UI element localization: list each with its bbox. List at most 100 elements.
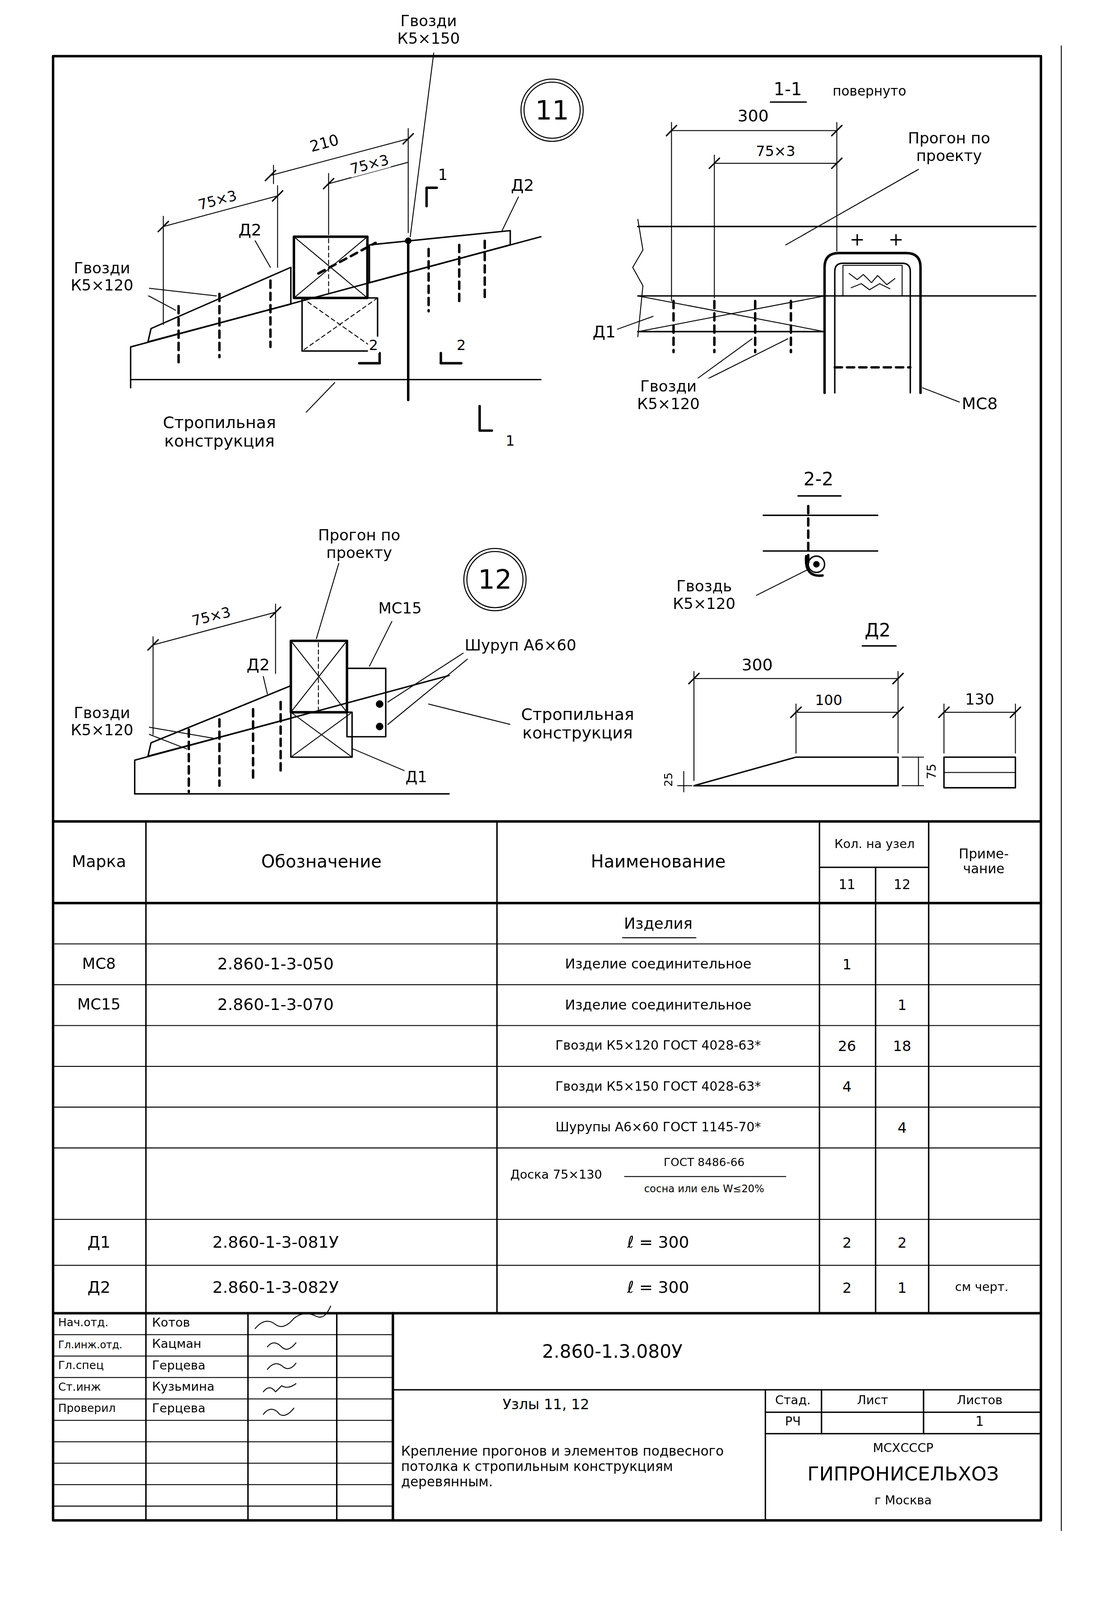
table-cell: Шурупы А6×60 ГОСТ 1145-70* — [554, 1120, 763, 1136]
section-1-1 — [842, 265, 902, 296]
table-cell: ℓ = 300 — [626, 1233, 691, 1253]
signatures — [254, 1306, 331, 1416]
title-block-text: Проверил — [57, 1403, 117, 1417]
rafter-detail — [316, 563, 339, 639]
sheet-frame — [53, 46, 1062, 1531]
spec-table-grid — [53, 901, 1042, 905]
signatures — [263, 1383, 296, 1392]
spec-table-grid — [53, 1025, 1042, 1026]
board-detail — [892, 673, 904, 684]
callout-number: 11 — [535, 94, 569, 126]
spec-table-grid — [818, 821, 821, 1314]
title-block-grid — [53, 1420, 393, 1422]
board-detail — [683, 771, 684, 792]
rafter-detail — [359, 362, 380, 365]
drawing-label: Д2 — [509, 176, 536, 196]
rafter-detail — [402, 133, 414, 144]
board-detail — [902, 756, 924, 758]
rafter-detail — [177, 306, 180, 368]
table-cell: Д1 — [86, 1233, 112, 1253]
rafter-detail — [407, 128, 409, 233]
rafter-detail — [272, 165, 274, 184]
table-cell: 2 — [841, 1234, 853, 1252]
drawing-label: 100 — [813, 692, 844, 709]
table-cell: Гвозди К5×120 ГОСТ 4028-63* — [554, 1038, 763, 1054]
section-1-1 — [831, 158, 842, 169]
board-detail — [790, 707, 802, 718]
drawing-label: 2 — [455, 336, 467, 353]
section-1-1 — [753, 300, 757, 352]
rafter-detail — [130, 53, 541, 431]
drawing-label: 2 — [368, 336, 380, 353]
table-cell: 4 — [841, 1078, 853, 1095]
signatures — [267, 1363, 296, 1370]
table-cell: 2.860-1-3-081У — [211, 1233, 340, 1253]
table-cell: Гвозди К5×150 ГОСТ 4028-63* — [554, 1079, 763, 1095]
drawing-label: 300 — [740, 656, 775, 675]
rafter-detail — [277, 185, 278, 268]
title-block-text: РЧ — [784, 1415, 803, 1430]
table-cell: Изделия — [623, 915, 694, 934]
callout-circle: 11 — [520, 78, 584, 142]
table-cell: см черт. — [953, 1280, 1010, 1295]
drawing-label: Гвоздь К5×120 — [651, 578, 757, 614]
section-1-1 — [891, 239, 902, 241]
table-cell: 12 — [892, 878, 912, 894]
drawing-label: Стропильная конструкция — [152, 414, 287, 452]
rafter-detail — [388, 653, 464, 703]
title-block-text: Стад. — [774, 1394, 812, 1409]
section-1-1 — [666, 125, 677, 136]
board-detail — [862, 645, 897, 647]
title-block-text: Ст.инж — [57, 1381, 102, 1395]
rafter-detail — [502, 197, 519, 232]
rafter-detail — [251, 709, 255, 781]
title-block-text: Кацман — [151, 1338, 203, 1353]
section-1-1 — [785, 169, 919, 245]
board-detail — [688, 673, 700, 684]
table-cell: 2.860-1-3-082У — [211, 1278, 340, 1298]
title-block-grid — [53, 1377, 393, 1379]
title-block-text: 1 — [974, 1414, 985, 1431]
rafter-detail — [302, 298, 378, 352]
section-2-2 — [763, 514, 878, 517]
rafter-detail — [147, 639, 159, 651]
table-cell: МС15 — [76, 996, 122, 1015]
drawing-label: Гвозди К5×150 — [381, 13, 476, 49]
rafter-detail — [323, 178, 334, 190]
rafter-detail — [291, 641, 347, 713]
board-detail — [693, 678, 898, 680]
section-1-1 — [637, 331, 825, 333]
rafter-detail — [162, 216, 164, 325]
table-cell: Изделие соединительное — [563, 956, 753, 973]
rafter-detail — [279, 702, 282, 776]
rafter-detail — [263, 676, 268, 694]
rafter-detail — [388, 659, 468, 725]
table-cell: 2.860-1-3-050 — [216, 955, 335, 975]
section-1-1 — [637, 295, 825, 332]
title-block-text: Крепление прогонов и элементов подвесног… — [400, 1444, 762, 1491]
section-1-1 — [672, 300, 675, 352]
title-block-text: Кузьмина — [151, 1381, 216, 1396]
rafter-detail — [369, 621, 393, 667]
drawing-label: Прогон по проекту — [881, 130, 1017, 166]
rafter-detail — [144, 732, 187, 749]
rafter-detail — [130, 378, 541, 381]
title-block-text: Герцева — [151, 1359, 207, 1374]
rafter-detail — [218, 719, 221, 786]
title-block-grid — [336, 1313, 338, 1521]
board-detail — [943, 757, 1016, 788]
title-block-grid — [820, 1390, 823, 1434]
drawing-label: Д2 — [245, 656, 271, 675]
spec-table-grid — [53, 820, 1042, 823]
signatures — [263, 1408, 295, 1416]
drawing-label: Прогон по проекту — [291, 527, 427, 563]
title-block-grid — [53, 1312, 1042, 1315]
table-cell: 11 — [837, 878, 857, 894]
rafter-detail — [291, 712, 353, 758]
table-cell: 26 — [836, 1037, 858, 1054]
spec-table-grid — [819, 866, 929, 869]
title-block-text: Узлы 11, 12 — [501, 1395, 591, 1413]
rafter-detail — [318, 642, 319, 711]
title-block-text: ГИПРОНИСЕЛЬХОЗ — [806, 1463, 1000, 1486]
drawing-label: 25 — [663, 771, 677, 788]
